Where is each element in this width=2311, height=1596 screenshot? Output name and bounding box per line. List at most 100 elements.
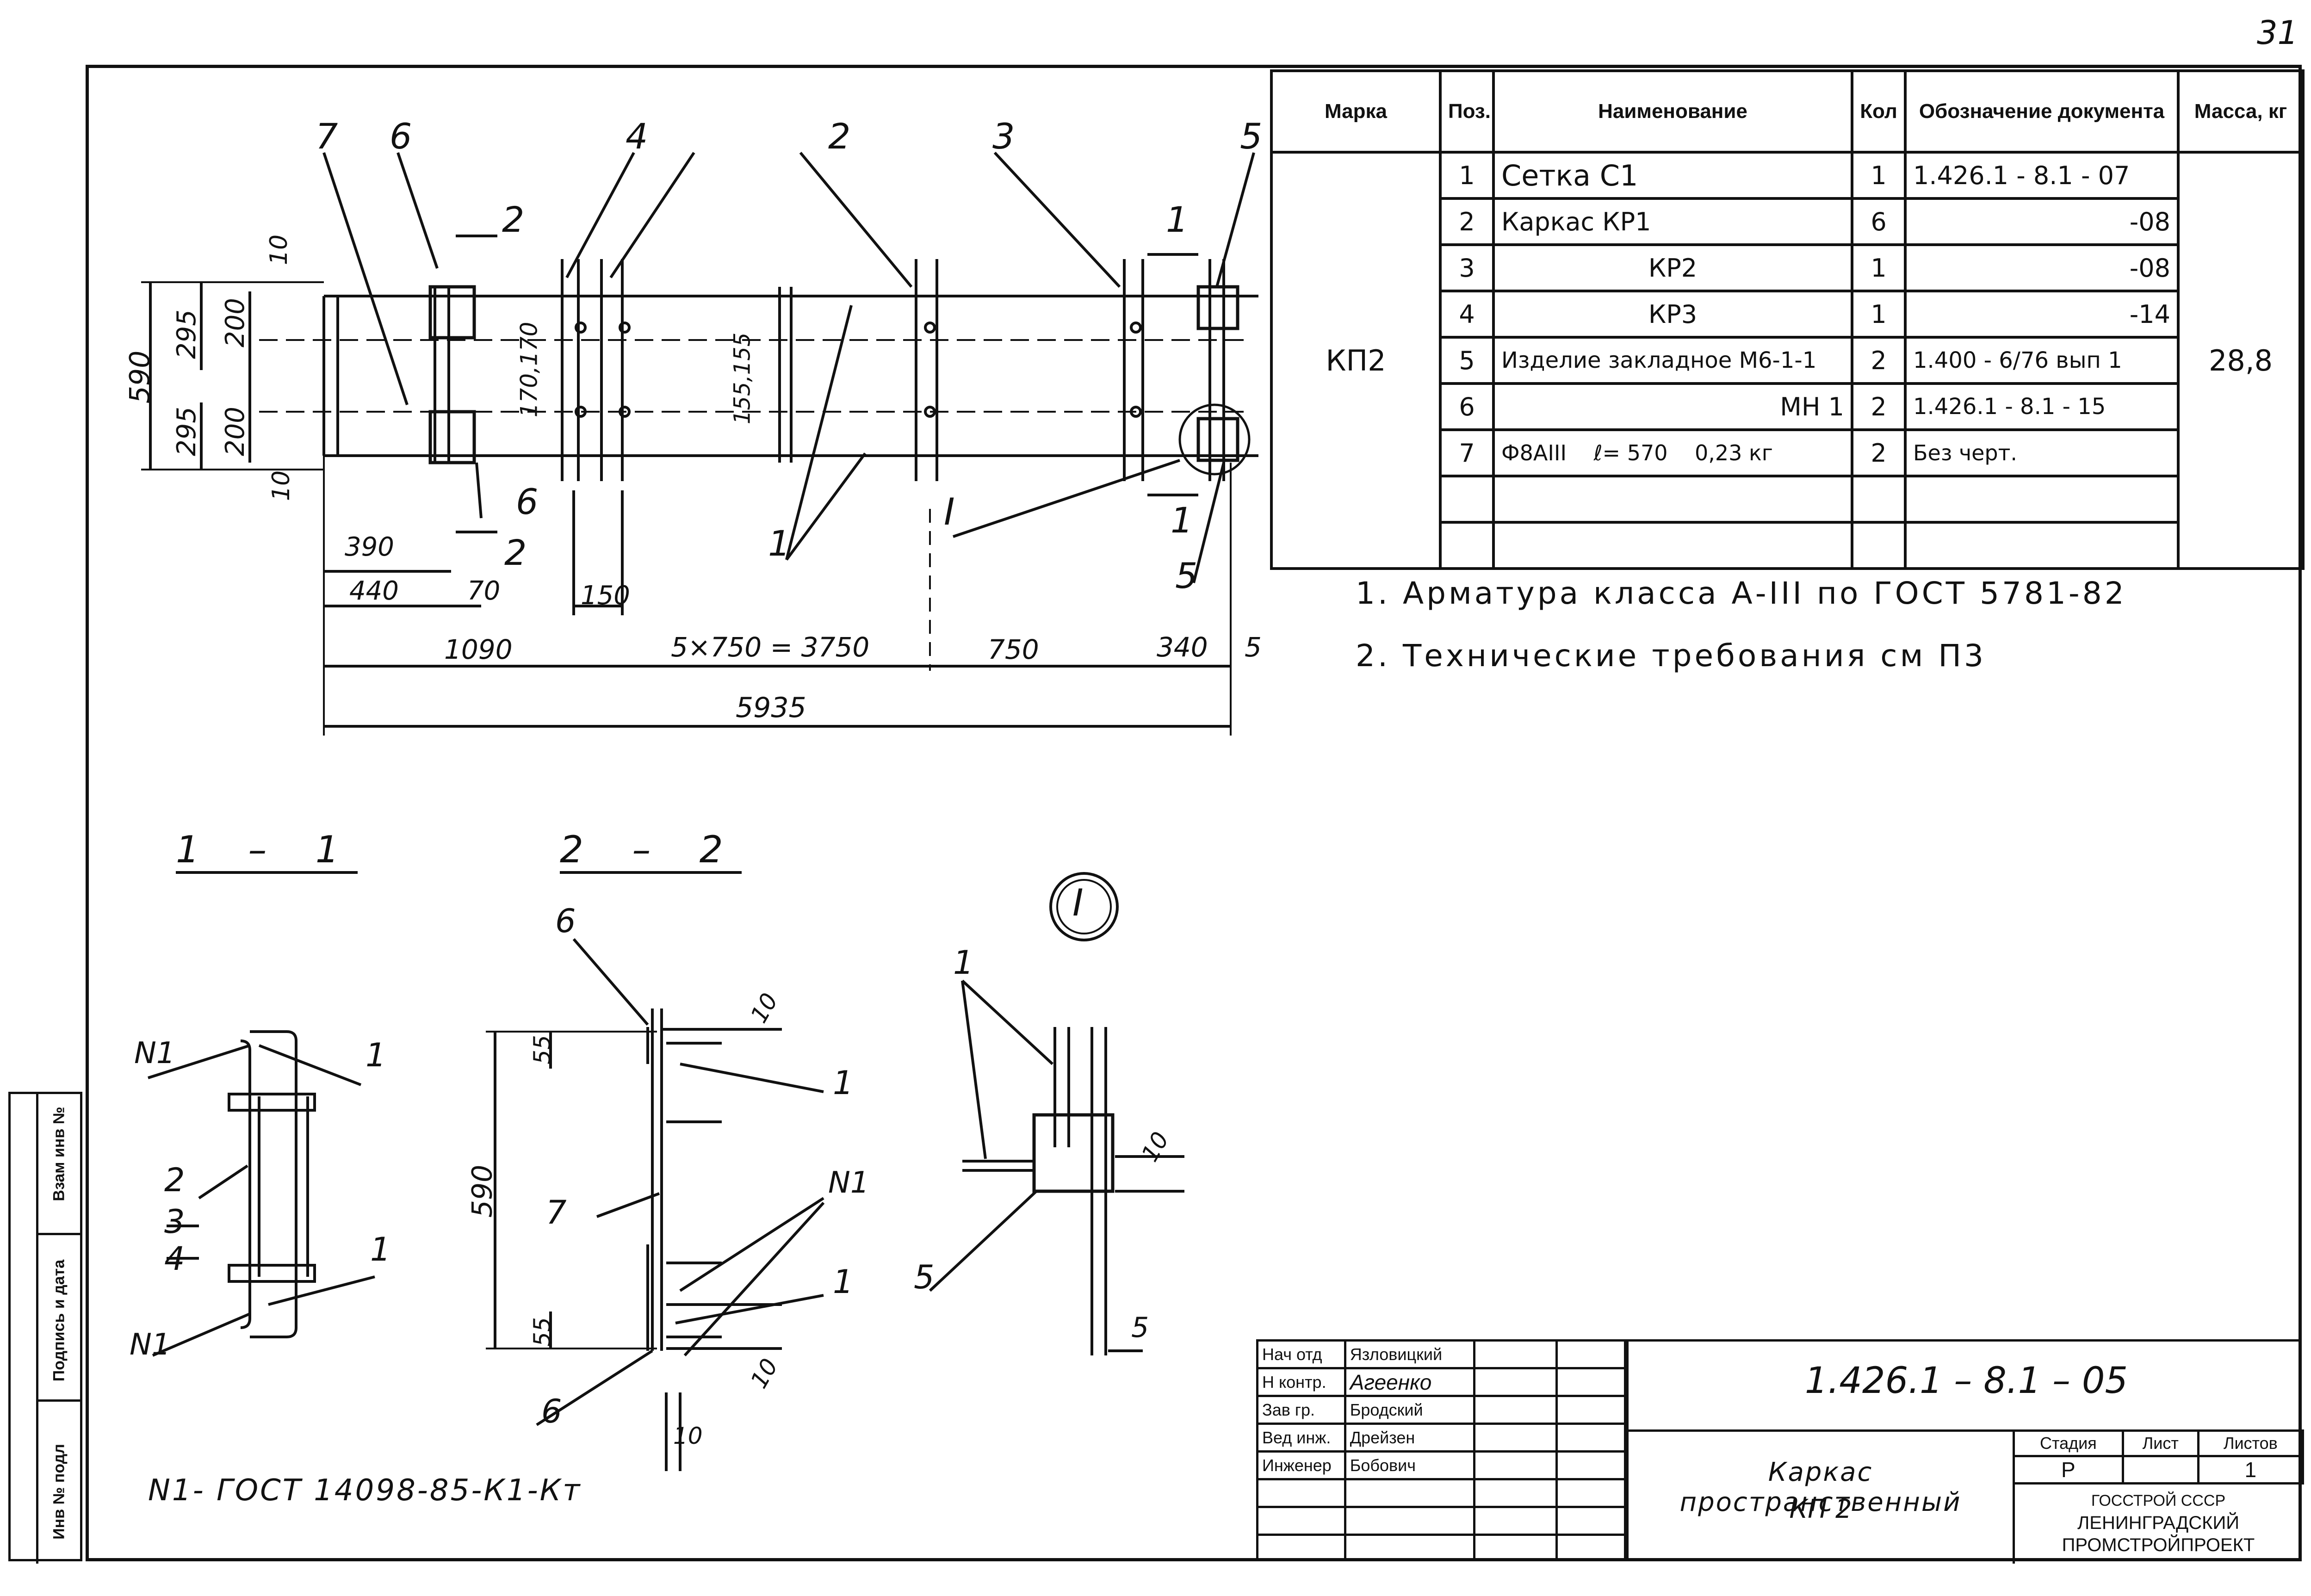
row-doc: 1.426.1 - 8.1 - 07 — [1904, 151, 2180, 200]
label-1-a: 1 — [366, 1036, 386, 1074]
label-N1-b: N1 — [130, 1328, 171, 1362]
dim-5x750: 5×750 = 3750 — [671, 631, 870, 663]
callout-1: 1 — [768, 523, 791, 564]
callout-7: 7 — [316, 116, 338, 157]
person: Дрейзен — [1344, 1423, 1475, 1453]
row-pos — [1439, 521, 1495, 570]
note-2: 2. Технические требования см П3 — [1356, 638, 1986, 674]
row-name: КР3 — [1492, 290, 1853, 339]
drawing-title-2: КП 2 — [1789, 1494, 1852, 1524]
dim-170: 170,170 — [515, 322, 543, 418]
note-1: 1. Арматура класса А-III по ГОСТ 5781-82 — [1356, 575, 2127, 611]
row-qty: 1 — [1851, 243, 1907, 292]
dim-590: 590 — [124, 350, 156, 404]
table-row — [1271, 521, 2303, 570]
document-code: 1.426.1 – 8.1 – 05 — [1804, 1360, 2128, 1402]
section-mark-1-bottom: 1 — [1171, 500, 1193, 541]
label-N1-a: N1 — [134, 1036, 175, 1070]
dim-340: 340 — [1157, 631, 1208, 663]
table-row: 4 КР3 1 -14 — [1271, 290, 2303, 339]
row-name: Каркас КР1 — [1492, 197, 1853, 246]
drawing-title-1: Каркас пространственный — [1679, 1457, 1962, 1517]
label-1-b: 1 — [370, 1231, 391, 1268]
sheet-header: Лист — [2121, 1429, 2199, 1457]
stage-table: Стадия Лист Листов Р 1 — [2013, 1429, 2305, 1485]
role: Нач отд — [1256, 1339, 1346, 1369]
row-qty: 2 — [1851, 336, 1907, 385]
drawing-frame — [86, 65, 2302, 1561]
row-doc: Без черт. — [1904, 428, 2180, 477]
dim-10b: 10 — [267, 470, 296, 501]
label-6-a: 6 — [555, 902, 576, 940]
header-pos: Поз. — [1439, 69, 1495, 154]
stamp-replace: Взам инв № — [50, 1107, 68, 1201]
table-row: 6 МН 1 2 1.426.1 - 8.1 - 15 — [1271, 382, 2303, 431]
header-mark: Марка — [1270, 69, 1442, 154]
person: Бобович — [1344, 1450, 1475, 1480]
row-doc: -08 — [1904, 197, 2180, 246]
stamp-signature: Подпись и дата — [50, 1259, 68, 1382]
row-name: КР2 — [1492, 243, 1853, 292]
dim-200a: 200 — [220, 298, 250, 347]
stage-header: Стадия — [2013, 1429, 2124, 1457]
role: Инженер — [1256, 1450, 1346, 1480]
row-pos: 4 — [1439, 290, 1495, 339]
section-1-1-title: 1 – 1 — [176, 828, 358, 874]
stamp-inv: Инв № подл — [50, 1444, 68, 1540]
sheets-header: Листов — [2197, 1429, 2305, 1457]
dim-70: 70 — [467, 576, 501, 606]
table-row: 2 Каркас КР1 6 -08 — [1271, 197, 2303, 246]
dim-10a: 10 — [265, 234, 293, 266]
dim-55-b: 55 — [528, 1317, 556, 1347]
dim-10-e: 10 — [673, 1423, 703, 1449]
dim-5-b: 5 — [1131, 1311, 1149, 1344]
person: Язловицкий — [1344, 1339, 1475, 1369]
general-notes: 1. Арматура класса А-III по ГОСТ 5781-82… — [1356, 562, 2127, 687]
mark-cell: КП2 — [1270, 151, 1442, 570]
dim-295a: 295 — [171, 309, 202, 359]
callout-6b: 6 — [516, 481, 539, 522]
role: Вед инж. — [1256, 1423, 1346, 1453]
row-doc: -14 — [1904, 290, 2180, 339]
sheets-value: 1 — [2197, 1455, 2305, 1485]
header-mass: Масса, кг — [2177, 69, 2305, 154]
dim-150: 150 — [581, 581, 630, 611]
row-qty — [1851, 475, 1907, 524]
person: Агеенко — [1344, 1367, 1475, 1397]
row-name: Сетка С1 — [1492, 151, 1853, 200]
row-qty: 2 — [1851, 428, 1907, 477]
org-line-1: ГОССТРОЙ СССР — [2091, 1492, 2226, 1509]
row-pos: 1 — [1439, 151, 1495, 200]
row-qty: 6 — [1851, 197, 1907, 246]
row-qty: 1 — [1851, 151, 1907, 200]
section-2-2-title: 2 – 2 — [560, 828, 742, 874]
row-doc: 1.426.1 - 8.1 - 15 — [1904, 382, 2180, 431]
label-3: 3 — [164, 1203, 185, 1241]
sheet-number: 31 — [2257, 14, 2299, 52]
org-line-2: ЛЕНИНГРАДСКИЙ — [2077, 1513, 2239, 1533]
spec-header-row: Марка Поз. Наименование Кол Обозначение … — [1270, 69, 2305, 154]
label-7: 7 — [546, 1194, 567, 1231]
callout-6: 6 — [390, 116, 412, 157]
dim-390: 390 — [345, 532, 394, 562]
label-6-b: 6 — [541, 1392, 562, 1430]
row-qty: 2 — [1851, 382, 1907, 431]
section-mark-1-top: 1 — [1166, 199, 1189, 240]
callout-4: 4 — [626, 116, 648, 157]
dim-5: 5 — [1245, 631, 1262, 663]
row-pos: 3 — [1439, 243, 1495, 292]
dim-155: 155,155 — [729, 332, 756, 425]
role: Н контр. — [1256, 1367, 1346, 1397]
table-row — [1271, 475, 2303, 524]
node-mark-I: I — [944, 490, 955, 533]
row-name: Ф8АIII ℓ= 570 0,23 кг — [1492, 428, 1853, 477]
row-pos: 2 — [1439, 197, 1495, 246]
callout-5b: 5 — [1175, 555, 1198, 596]
label-1-c: 1 — [833, 1064, 854, 1102]
person: Бродский — [1344, 1395, 1475, 1425]
callout-2: 2 — [828, 116, 851, 157]
dim-750: 750 — [988, 634, 1039, 665]
